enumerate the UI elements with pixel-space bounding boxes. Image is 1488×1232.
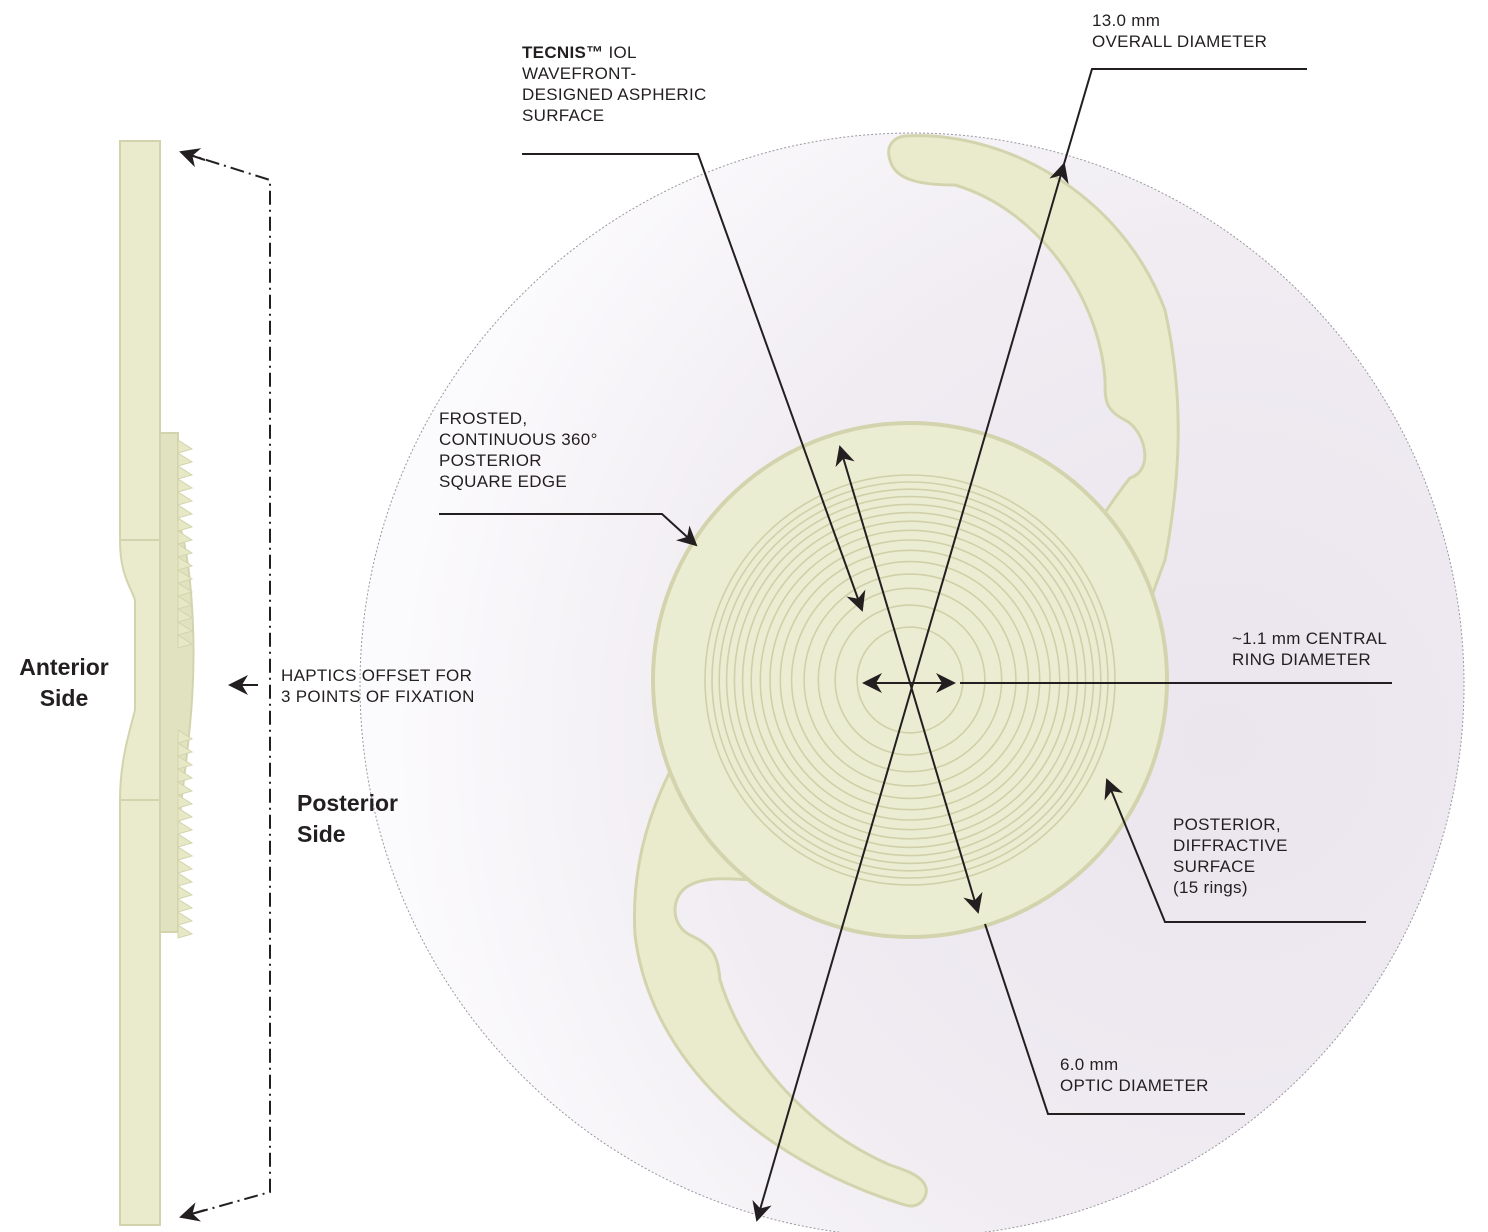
optic-diameter-label: 6.0 mm OPTIC DIAMETER bbox=[1060, 1055, 1209, 1095]
square-edge-leader bbox=[439, 513, 698, 547]
anterior-side-label: Anterior Side bbox=[19, 654, 109, 711]
square-edge-label: FROSTED, CONTINUOUS 360° POSTERIOR SQUAR… bbox=[439, 409, 598, 491]
central-ring-label: ~1.1 mm CENTRAL RING DIAMETER bbox=[1232, 629, 1388, 669]
posterior-side-label: Posterior Side bbox=[297, 790, 398, 847]
bracket-arrow-bottom bbox=[179, 1202, 206, 1222]
lens-side-profile bbox=[118, 140, 195, 1226]
profile-stem-lower bbox=[119, 799, 161, 1226]
aspheric-surface-label: TECNIS™ IOL WAVEFRONT- DESIGNED ASPHERIC… bbox=[522, 43, 707, 125]
overall-diameter-label: 13.0 mm OVERALL DIAMETER bbox=[1092, 11, 1268, 51]
bracket-arrow-top bbox=[179, 148, 206, 168]
aspheric-leader bbox=[522, 153, 866, 612]
optic-diameter-leader bbox=[984, 923, 1245, 1115]
tecnis-brand: TECNIS™ bbox=[522, 43, 604, 62]
profile-optic-body bbox=[118, 539, 161, 801]
diffractive-leader bbox=[1104, 778, 1366, 923]
haptics-offset-label: HAPTICS OFFSET FOR 3 POINTS OF FIXATION bbox=[281, 666, 475, 706]
fixation-bracket bbox=[180, 151, 271, 1218]
profile-diffractive-teeth bbox=[176, 439, 194, 939]
diffractive-surface-label: POSTERIOR, DIFFRACTIVE SURFACE (15 rings… bbox=[1173, 815, 1288, 897]
profile-stem-upper bbox=[119, 140, 161, 542]
overall-diameter-leader bbox=[1063, 68, 1307, 165]
